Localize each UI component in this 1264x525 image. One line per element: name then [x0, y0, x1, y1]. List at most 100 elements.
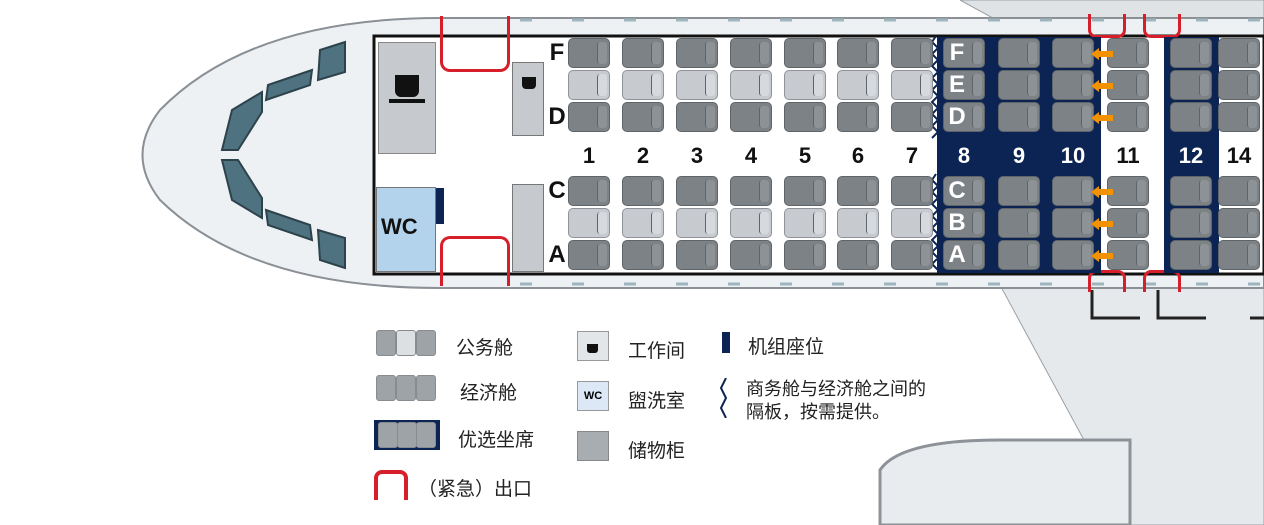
seat-9E[interactable] — [998, 70, 1040, 100]
row-number: 1 — [582, 143, 596, 168]
seat-12D[interactable] — [1170, 102, 1212, 132]
legend-crew-seat-icon — [722, 332, 730, 353]
seat-4D[interactable] — [730, 102, 772, 132]
seat-4B[interactable] — [730, 208, 772, 238]
seat-1F[interactable] — [568, 38, 610, 68]
seat-6E[interactable] — [837, 70, 879, 100]
seat-6B[interactable] — [837, 208, 879, 238]
seat-2B[interactable] — [622, 208, 664, 238]
seat-14C[interactable] — [1218, 176, 1260, 206]
seat-7F[interactable] — [891, 38, 933, 68]
seat-8C[interactable] — [943, 176, 985, 206]
seat-2E[interactable] — [622, 70, 664, 100]
seat-3B[interactable] — [676, 208, 718, 238]
seat-2A[interactable] — [622, 240, 664, 270]
seat-11F[interactable] — [1107, 38, 1149, 68]
seat-11B[interactable] — [1107, 208, 1149, 238]
seat-12C[interactable] — [1170, 176, 1212, 206]
seat-4A[interactable] — [730, 240, 772, 270]
exit-overwing-1-top — [1088, 14, 1126, 38]
seat-1E[interactable] — [568, 70, 610, 100]
seat-3A[interactable] — [676, 240, 718, 270]
seat-10E[interactable] — [1052, 70, 1094, 100]
seat-7C[interactable] — [891, 176, 933, 206]
seat-5F[interactable] — [784, 38, 826, 68]
seat-7B[interactable] — [891, 208, 933, 238]
seat-9F[interactable] — [998, 38, 1040, 68]
seat-5B[interactable] — [784, 208, 826, 238]
legend-storage-icon — [577, 431, 609, 461]
seat-11A[interactable] — [1107, 240, 1149, 270]
seat-8E[interactable] — [943, 70, 985, 100]
seat-10C[interactable] — [1052, 176, 1094, 206]
seat-10B[interactable] — [1052, 208, 1094, 238]
legend-galley-label: 工作间 — [628, 340, 686, 362]
seat-2F[interactable] — [622, 38, 664, 68]
seat-12A[interactable] — [1170, 240, 1212, 270]
seat-letter-label: A — [548, 241, 566, 268]
seat-letter-label: A — [948, 241, 966, 268]
seat-letter-label: B — [948, 209, 966, 236]
seat-12E[interactable] — [1170, 70, 1212, 100]
seat-5D[interactable] — [784, 102, 826, 132]
seat-9B[interactable] — [998, 208, 1040, 238]
seat-8B[interactable] — [943, 208, 985, 238]
seat-1C[interactable] — [568, 176, 610, 206]
seat-1D[interactable] — [568, 102, 610, 132]
seat-7A[interactable] — [891, 240, 933, 270]
row-number: 8 — [957, 143, 971, 168]
seat-8F[interactable] — [943, 38, 985, 68]
seat-2D[interactable] — [622, 102, 664, 132]
legend-economy-swatch — [376, 375, 438, 402]
legend-lavatory-icon: WC — [577, 381, 609, 411]
seat-4F[interactable] — [730, 38, 772, 68]
seat-3F[interactable] — [676, 38, 718, 68]
seat-4C[interactable] — [730, 176, 772, 206]
seat-14F[interactable] — [1218, 38, 1260, 68]
seat-6D[interactable] — [837, 102, 879, 132]
seat-11C[interactable] — [1107, 176, 1149, 206]
seat-letter-label: F — [549, 39, 565, 66]
seat-12B[interactable] — [1170, 208, 1212, 238]
seat-12F[interactable] — [1170, 38, 1212, 68]
seat-10F[interactable] — [1052, 38, 1094, 68]
seat-14D[interactable] — [1218, 102, 1260, 132]
row-number: 10 — [1060, 143, 1086, 168]
seat-5C[interactable] — [784, 176, 826, 206]
seat-3D[interactable] — [676, 102, 718, 132]
seat-8D[interactable] — [943, 102, 985, 132]
seat-8A[interactable] — [943, 240, 985, 270]
legend-divider-label-1: 商务舱与经济舱之间的 — [746, 379, 926, 400]
seat-4E[interactable] — [730, 70, 772, 100]
seat-11D[interactable] — [1107, 102, 1149, 132]
seat-7E[interactable] — [891, 70, 933, 100]
galley-small — [512, 62, 544, 136]
seat-letter-label: D — [548, 103, 566, 130]
seat-11E[interactable] — [1107, 70, 1149, 100]
seat-6F[interactable] — [837, 38, 879, 68]
seat-2C[interactable] — [622, 176, 664, 206]
seat-5E[interactable] — [784, 70, 826, 100]
legend-divider-label-2: 隔板，按需提供。 — [746, 402, 890, 423]
seat-5A[interactable] — [784, 240, 826, 270]
seat-6C[interactable] — [837, 176, 879, 206]
seat-9A[interactable] — [998, 240, 1040, 270]
seat-10D[interactable] — [1052, 102, 1094, 132]
seat-14B[interactable] — [1218, 208, 1260, 238]
seat-14E[interactable] — [1218, 70, 1260, 100]
exit-arrow-icon — [1091, 217, 1113, 230]
seat-9C[interactable] — [998, 176, 1040, 206]
seat-3E[interactable] — [676, 70, 718, 100]
seat-1A[interactable] — [568, 240, 610, 270]
seat-1B[interactable] — [568, 208, 610, 238]
seat-7D[interactable] — [891, 102, 933, 132]
seat-14A[interactable] — [1218, 240, 1260, 270]
coffee-cup-icon — [522, 77, 536, 89]
seat-9D[interactable] — [998, 102, 1040, 132]
seat-letter-label: F — [949, 39, 965, 66]
seat-10A[interactable] — [1052, 240, 1094, 270]
row-number: 11 — [1116, 143, 1140, 168]
seat-letter-label: E — [948, 71, 965, 98]
seat-3C[interactable] — [676, 176, 718, 206]
seat-6A[interactable] — [837, 240, 879, 270]
